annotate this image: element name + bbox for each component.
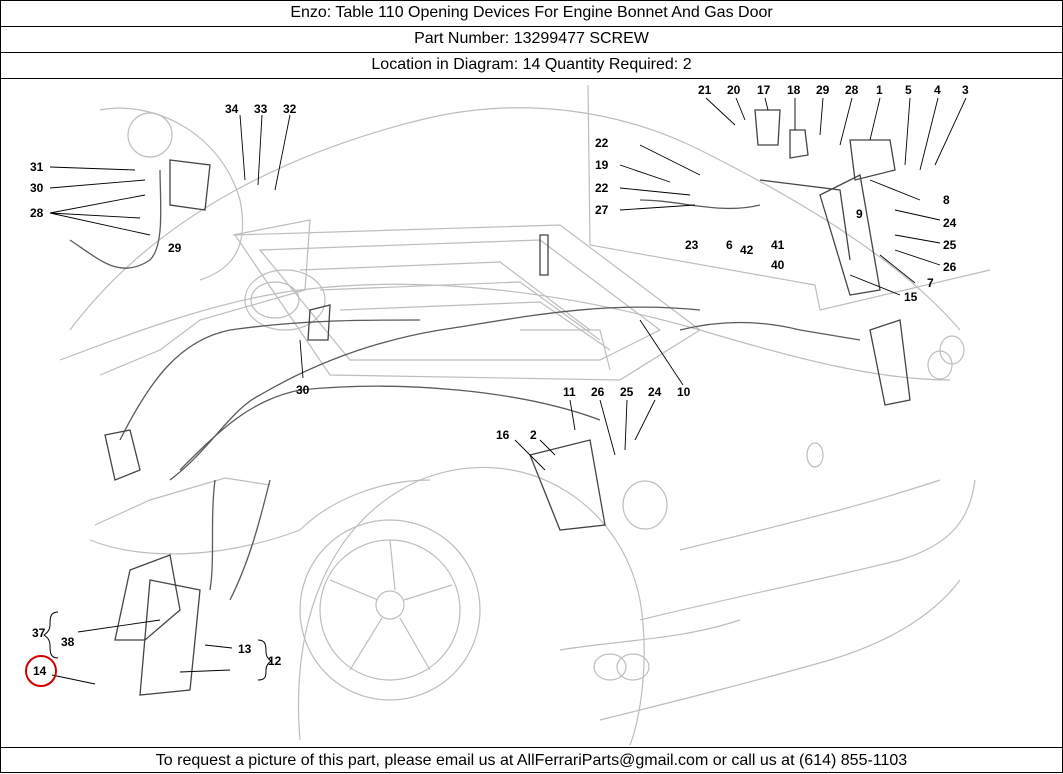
callout-28: 28 [845,83,859,97]
callout-20: 20 [727,83,741,97]
callout-39: 34 [225,102,239,116]
parts [104,109,911,696]
callout-36: 31 [30,160,44,174]
callout-21: 21 [698,83,712,97]
callout-9: 9 [856,207,863,221]
callout-27: 27 [595,203,609,217]
leader-lines [49,97,967,685]
callout-26b: 26 [591,385,605,399]
car-outline [59,84,991,746]
callout-22a: 22 [595,136,609,150]
diagram-location: Location in Diagram: 14 Quantity Require… [0,52,1063,79]
callout-41: 41 [771,238,785,252]
callout-12: 12 [268,654,282,668]
callout-24b: 24 [648,385,662,399]
callout-38: 33 [254,102,268,116]
callout-10: 10 [677,385,691,399]
callout-37: 32 [283,102,297,116]
callout-40: 40 [771,258,785,272]
callout-11: 11 [563,385,576,399]
callout-18: 18 [787,83,801,97]
callout-labels: 31 30 28 29 34 33 32 21 20 17 18 29 28 1… [30,83,969,678]
callout-13: 13 [238,642,252,656]
callout-34: 29 [168,241,182,255]
callout-26a: 26 [943,260,957,274]
contact-footer: To request a picture of this part, pleas… [0,747,1063,774]
callout-8: 8 [943,193,950,207]
callout-22b: 22 [595,181,609,195]
callout-17: 17 [757,83,771,97]
callout-42: 42 [740,243,754,257]
highlight-circle [25,655,57,687]
callout-14: 14 [33,664,47,678]
callout-4: 4 [934,83,941,97]
callout-35: 30 [30,181,44,195]
callout-6: 6 [726,238,733,252]
callout-15: 15 [904,290,918,304]
callout-25a: 25 [943,238,957,252]
callout-3: 3 [962,83,969,97]
callout-16: 16 [496,428,510,442]
parts-diagram: 31 30 28 29 34 33 32 21 20 17 18 29 28 1… [0,79,1063,747]
callout-2: 2 [530,428,537,442]
callout-31: 37 [32,626,46,640]
callout-32: 38 [61,635,75,649]
cable-assemblies [69,169,861,601]
callout-7: 7 [927,276,934,290]
callout-23: 23 [685,238,699,252]
callout-29: 29 [816,83,830,97]
callout-5: 5 [905,83,912,97]
part-number: Part Number: 13299477 SCREW [0,26,1063,53]
callout-24a: 24 [943,216,957,230]
brackets [43,611,272,681]
callout-1: 1 [876,83,883,97]
callout-19: 19 [595,158,609,172]
page-title: Enzo: Table 110 Opening Devices For Engi… [0,0,1063,27]
callout-33: 28 [30,206,44,220]
callout-30: 30 [296,383,310,397]
callout-25b: 25 [620,385,634,399]
